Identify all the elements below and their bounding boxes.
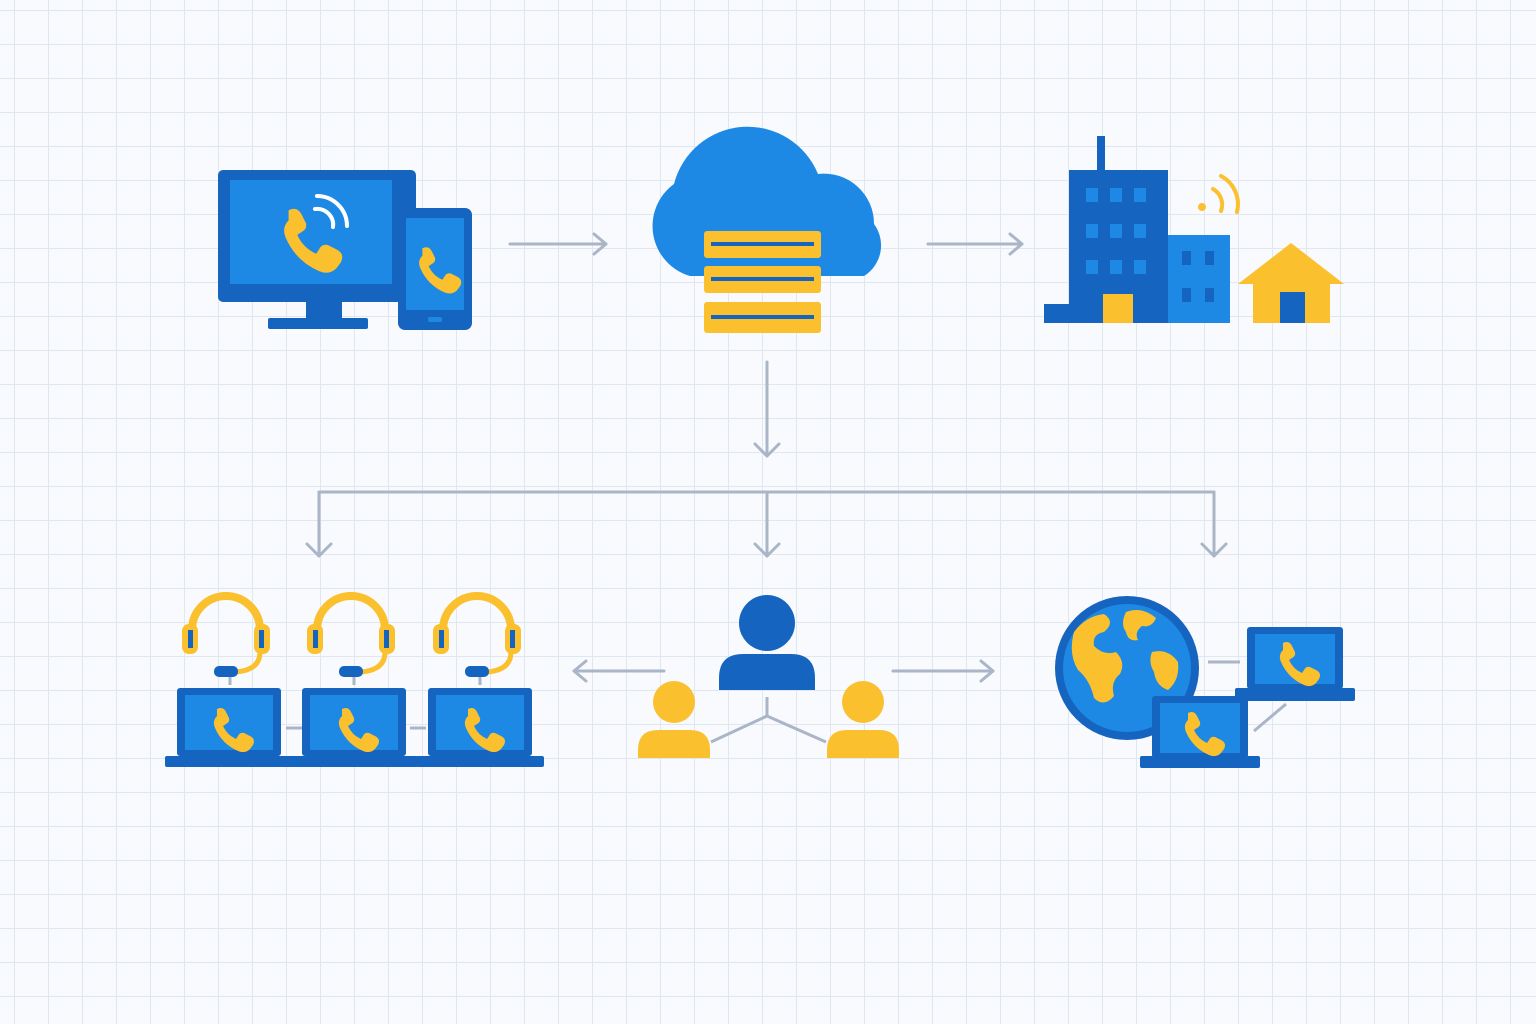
headset-icon: [182, 596, 270, 677]
laptop-icon: [290, 688, 418, 767]
arrow-cloud-down: [753, 360, 781, 458]
agent-stations: [165, 596, 544, 767]
laptop-icon: [165, 688, 293, 767]
cloud-server: [652, 126, 882, 333]
connectors: [305, 232, 1228, 683]
laptop-icon: [416, 688, 544, 767]
headset-icon: [433, 596, 521, 677]
server-stack-icon: [704, 231, 821, 333]
business-sites: [1044, 136, 1344, 323]
smartphone-icon: [398, 208, 472, 330]
house-icon: [1238, 243, 1344, 323]
arrow-branch-right: [1200, 490, 1228, 558]
wifi-signal-icon: [1198, 174, 1240, 214]
global-remote: [1055, 596, 1355, 768]
laptop-icon: [1235, 627, 1355, 701]
headset-icon: [307, 596, 395, 677]
arrow-team-to-agents: [572, 659, 666, 683]
arrow-team-to-global: [891, 659, 995, 683]
user-icon: [638, 681, 710, 758]
team-group: [638, 595, 899, 758]
arrow-branch-left: [305, 490, 333, 558]
caller-devices: [218, 170, 472, 330]
user-icon: [827, 681, 899, 758]
user-icon: [719, 595, 815, 690]
arrow-devices-to-cloud: [508, 232, 608, 256]
arrow-branch-center: [753, 490, 781, 558]
arrow-cloud-to-business: [926, 232, 1024, 256]
office-building-icon: [1044, 136, 1230, 323]
laptop-icon: [1140, 696, 1260, 768]
desktop-monitor-icon: [218, 170, 416, 329]
